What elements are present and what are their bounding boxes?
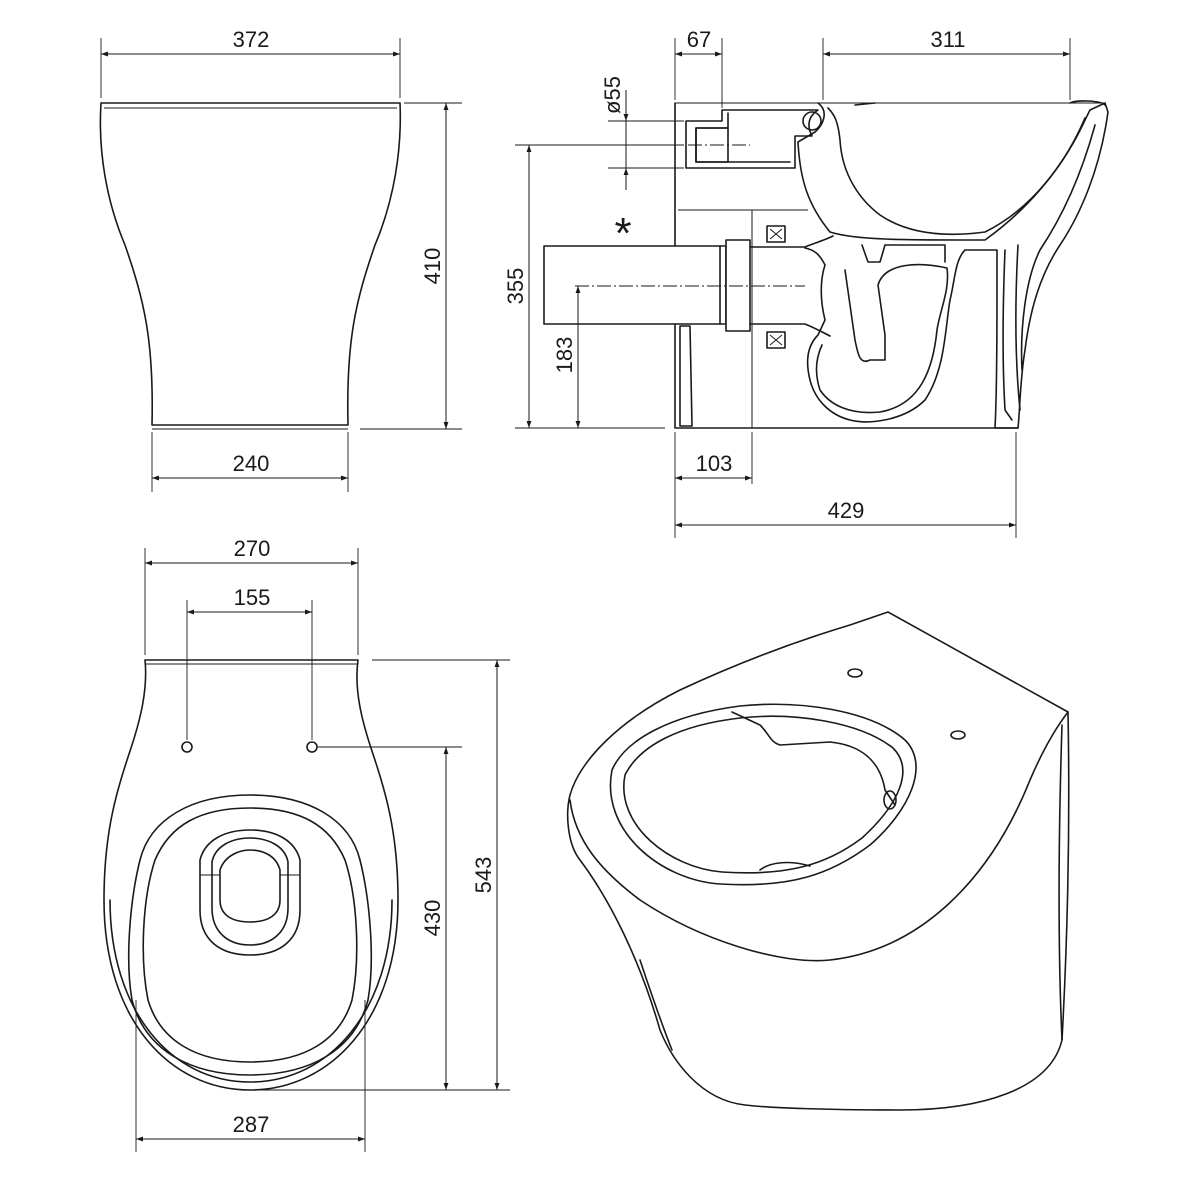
dim-plan-total-length: 543 xyxy=(471,857,496,894)
dim-outlet-height: 183 xyxy=(552,337,577,374)
dim-side-outlet-offset: 67 xyxy=(687,27,711,52)
fixing-hole-left xyxy=(181,741,193,753)
outlet-pipe xyxy=(543,245,727,325)
dim-front-top-width: 372 xyxy=(233,27,270,52)
seal-lower xyxy=(766,331,786,349)
dim-side-total-depth: 429 xyxy=(828,498,865,523)
dim-plan-max-width: 287 xyxy=(233,1112,270,1137)
dim-fixing-centres: 155 xyxy=(234,585,271,610)
dim-front-height: 410 xyxy=(420,248,445,285)
plan-view: 270 155 543 430 287 xyxy=(103,536,510,1152)
dim-side-top-depth: 311 xyxy=(930,27,965,52)
front-view-outline xyxy=(99,102,402,426)
isometric-view xyxy=(566,611,1070,1111)
plan-seat-outer xyxy=(127,794,373,1076)
dim-plan-fixing-to-front: 430 xyxy=(420,900,445,937)
iso-bowl-rim xyxy=(609,703,917,886)
iso-body-outline xyxy=(566,611,1070,1111)
iso-fixing-hole-left xyxy=(847,668,863,678)
plan-outline xyxy=(103,659,399,1091)
plan-bowl-opening xyxy=(199,829,301,956)
dim-inlet-height: 355 xyxy=(503,268,528,305)
fixing-hole-right xyxy=(306,741,318,753)
dim-outlet-projection: 103 xyxy=(696,451,733,476)
outlet-collar xyxy=(725,239,751,332)
bowl-outer-shell xyxy=(797,102,1109,429)
side-section-view: * 67 311 ø55 355 183 103 429 xyxy=(503,27,1109,538)
dim-front-base-width: 240 xyxy=(233,451,270,476)
front-view: 372 410 240 xyxy=(99,27,462,492)
dim-plan-rear-width: 270 xyxy=(234,536,271,561)
bowl-inner-shell xyxy=(815,107,1086,414)
seal-upper xyxy=(766,225,786,243)
dim-inlet-diameter: ø55 xyxy=(600,76,625,114)
asterisk-note-marker: * xyxy=(614,209,631,258)
iso-fixing-hole-right xyxy=(950,730,966,740)
